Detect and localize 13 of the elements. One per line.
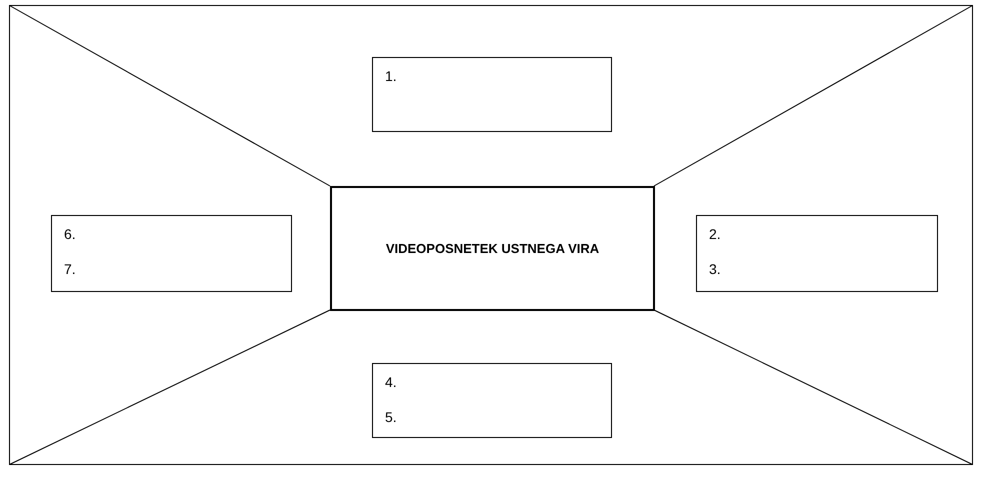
item-number: 1. [385, 68, 397, 84]
item-number: 6. [64, 226, 76, 242]
text-box [372, 57, 612, 132]
text-box [51, 215, 292, 292]
text-box [696, 215, 938, 292]
item-number: 4. [385, 374, 397, 390]
title-text: VIDEOPOSNETEK USTNEGA VIRA [386, 240, 600, 256]
item-number: 5. [385, 409, 397, 425]
item-number: 3. [709, 261, 721, 277]
item-number: 2. [709, 226, 721, 242]
item-number: 7. [64, 261, 76, 277]
title-box [330, 186, 655, 311]
text-box [372, 363, 612, 438]
